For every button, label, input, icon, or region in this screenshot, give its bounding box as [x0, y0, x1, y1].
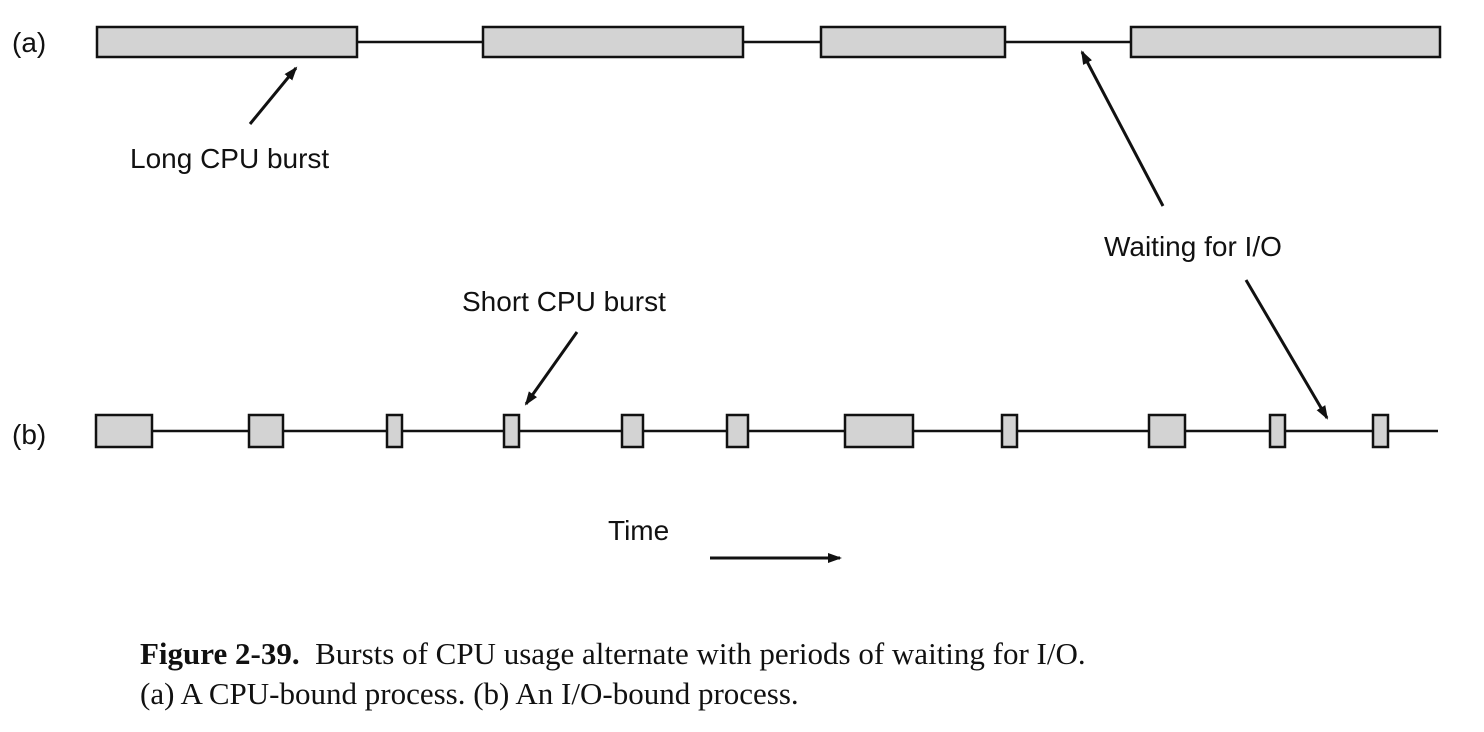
row-b-burst-1	[94, 413, 154, 449]
row-a-label: (a)	[12, 27, 46, 58]
row-b-burst-4	[502, 413, 521, 449]
long-burst-label: Long CPU burst	[130, 143, 329, 174]
short-burst-arrow	[524, 331, 579, 406]
caption-line-1: Figure 2-39. Bursts of CPU usage alterna…	[140, 634, 1440, 674]
row-a-burst-3	[819, 25, 1007, 59]
caption-line-1-text: Bursts of CPU usage alternate with perio…	[315, 636, 1086, 671]
caption-figure-label: Figure 2-39.	[140, 636, 300, 671]
time-label: Time	[608, 515, 669, 546]
row-b-burst-5	[620, 413, 645, 449]
short-burst-label: Short CPU burst	[462, 286, 666, 317]
row-b-burst-3	[385, 413, 404, 449]
row-a-burst-4	[1129, 25, 1442, 59]
row-a-burst-1	[95, 25, 359, 59]
row-b-burst-10	[1268, 413, 1287, 449]
row-b-burst-11	[1371, 413, 1390, 449]
figure-caption: Figure 2-39. Bursts of CPU usage alterna…	[140, 634, 1440, 714]
row-b-label: (b)	[12, 419, 46, 450]
cpu-burst-diagram: (a) Long CPU burst Waiting for I/O Short…	[12, 25, 1442, 563]
waiting-io-arrow-up	[1080, 50, 1165, 207]
waiting-io-label: Waiting for I/O	[1104, 231, 1282, 262]
row-b-burst-2	[247, 413, 285, 449]
waiting-io-arrow-down	[1244, 279, 1329, 420]
row-b-burst-9	[1147, 413, 1187, 449]
long-burst-arrow	[248, 66, 298, 125]
row-b-burst-6	[725, 413, 750, 449]
row-a-burst-2	[481, 25, 745, 59]
row-b-burst-7	[843, 413, 915, 449]
caption-line-2: (a) A CPU-bound process. (b) An I/O-boun…	[140, 676, 799, 711]
row-b-burst-8	[1000, 413, 1019, 449]
